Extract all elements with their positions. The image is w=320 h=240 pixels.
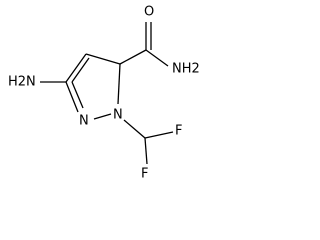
atom-ring-n2-label: N [79, 114, 89, 129]
bond-n2-c3 [65, 81, 79, 113]
bond-c-f-right [144, 131, 174, 139]
bond-n1-chf2 [123, 119, 146, 139]
atom-fluorine-bottom-label: F [141, 167, 148, 182]
bond-c3-c4 [65, 53, 87, 83]
molecule-drawing: H2N O NH2 N N F F [8, 5, 200, 182]
structure-canvas: H2N O NH2 N N F F [8, 5, 200, 182]
bond-n1-n2 [93, 113, 112, 120]
bond-c4-c5 [85, 53, 121, 65]
bond-amide-cn [145, 49, 169, 67]
atom-fluorine-right-label: F [175, 124, 182, 139]
atom-ring-n1-label: N [113, 108, 123, 123]
bond-c5-n1 [117, 63, 121, 105]
bond-c3-c4-inner [71, 57, 90, 83]
atom-amide-nitrogen-label: NH2 [172, 62, 200, 77]
bond-c-f-down [144, 137, 148, 165]
atom-oxygen-label: O [144, 5, 154, 20]
bond-n2-c3-inner [71, 81, 84, 109]
bond-c5-amide-carbon [119, 49, 147, 65]
atom-amine-label: H2N [8, 75, 36, 90]
